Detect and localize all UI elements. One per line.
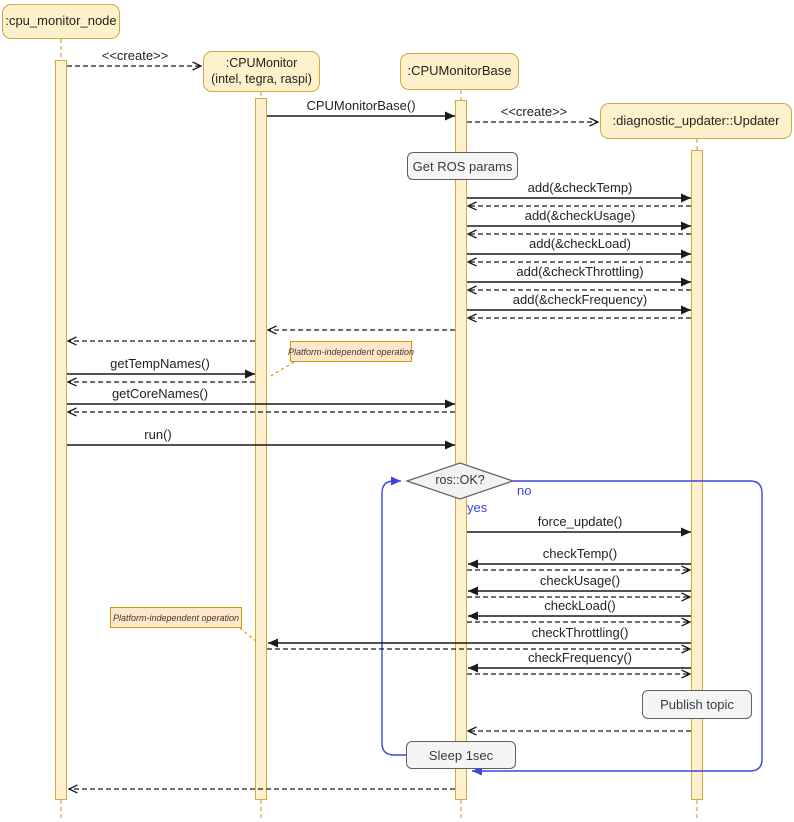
lifeline-head-cpu-monitor-node: :cpu_monitor_node <box>2 4 120 39</box>
note-publish-topic: Publish topic <box>642 690 752 719</box>
lifeline-title: :CPUMonitorBase <box>407 63 512 79</box>
lifeline-title: :cpu_monitor_node <box>5 13 117 29</box>
message-label-run: run() <box>144 427 172 442</box>
activation-bar-cpu-monitor-node <box>55 60 67 800</box>
loop-back-path <box>381 476 406 756</box>
lifeline-head-updater: :diagnostic_updater::Updater <box>600 103 792 139</box>
message-label-add-check-load: add(&checkLoad) <box>529 236 631 251</box>
message-label-check-frequency: checkFrequency() <box>527 650 633 665</box>
message-label-get-core-names: getCoreNames() <box>111 386 209 401</box>
lifeline-subtitle: (intel, tegra, raspi) <box>211 71 312 86</box>
decision-yes-label: yes <box>467 500 488 515</box>
note-platform-independent-2: Platform-independent operation <box>110 607 242 628</box>
decision-no-label: no <box>517 483 532 498</box>
activation-bar-cpu-monitor <box>255 98 267 800</box>
lifeline-head-cpu-monitor-base: :CPUMonitorBase <box>400 53 519 90</box>
note-connector <box>239 627 258 643</box>
message-label-ctor: CPUMonitorBase() <box>306 98 416 113</box>
message-label-check-throttling: checkThrottling() <box>531 625 629 640</box>
message-label-check-usage: checkUsage() <box>539 573 621 588</box>
message-label-get-temp-names: getTempNames() <box>110 356 210 371</box>
lifeline-head-cpu-monitor: :CPUMonitor (intel, tegra, raspi) <box>203 51 320 92</box>
note-platform-independent-1: Platform-independent operation <box>288 341 414 362</box>
message-label-add-check-frequency: add(&checkFrequency) <box>512 292 648 307</box>
note-connector <box>268 361 295 378</box>
message-label-add-check-usage: add(&checkUsage) <box>524 208 636 223</box>
lifeline-title: :CPUMonitor <box>225 55 298 70</box>
message-label-create-updater: <<create>> <box>500 104 568 119</box>
message-label-check-temp: checkTemp() <box>542 546 618 561</box>
message-label-force-update: force_update() <box>537 514 623 529</box>
note-sleep: Sleep 1sec <box>406 741 516 769</box>
message-label-check-load: checkLoad() <box>544 598 616 613</box>
decision-diamond <box>404 462 516 500</box>
activation-bar-cpu-monitor-base <box>455 100 467 800</box>
message-label-add-check-throttling: add(&checkThrottling) <box>516 264 644 279</box>
activation-bar-updater <box>691 150 703 800</box>
message-label-add-check-temp: add(&checkTemp) <box>527 180 633 195</box>
note-get-ros-params: Get ROS params <box>407 152 518 180</box>
lifeline-title: :diagnostic_updater::Updater <box>612 112 780 128</box>
decision-label: ros::OK? <box>435 473 485 487</box>
message-label-create-monitor: <<create>> <box>101 48 169 63</box>
loop-exit-path <box>472 480 763 776</box>
